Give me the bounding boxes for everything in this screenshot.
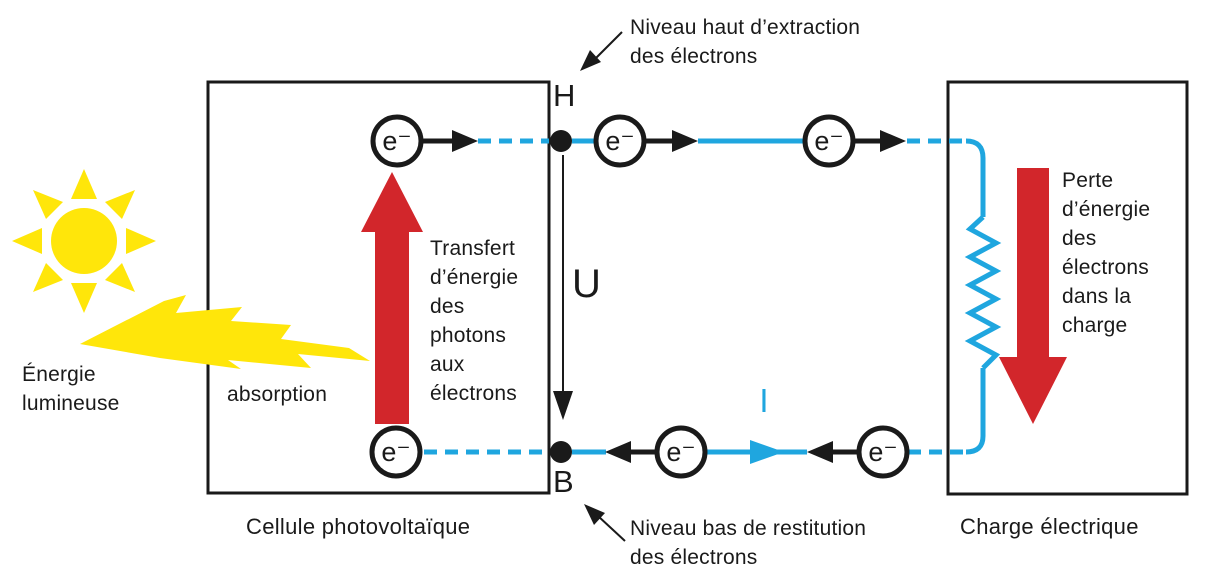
charge-caption: Charge électrique xyxy=(960,514,1139,539)
junction-dot-high xyxy=(550,130,572,152)
electron-label: e⁻ xyxy=(382,126,412,156)
cell-caption: Cellule photovoltaïque xyxy=(246,514,471,539)
charge-box xyxy=(946,80,1189,496)
electron-label: e⁻ xyxy=(605,126,635,156)
electron-circle xyxy=(802,114,856,168)
low-level-label: Niveau bas de restitution des électrons xyxy=(630,517,867,569)
lightning-icon xyxy=(80,295,370,369)
absorption-label: absorption xyxy=(227,383,328,406)
sun-icon xyxy=(12,169,156,313)
circuit-wires xyxy=(424,138,1002,455)
electron-motion-arrow-left xyxy=(807,441,858,463)
electron-label: e⁻ xyxy=(666,437,696,467)
cell-box xyxy=(206,80,551,495)
junction-dot-low xyxy=(550,441,572,463)
terminal-h-letter: H xyxy=(553,78,576,113)
energy-loss-label: Perte d’énergie des électrons dans la ch… xyxy=(1062,169,1151,337)
light-energy-label: Énergie lumineuse xyxy=(22,363,120,415)
electron-motion-arrow-right xyxy=(854,130,906,152)
electron-label: e⁻ xyxy=(381,437,411,467)
voltage-arrow xyxy=(553,155,573,420)
electron-motion-arrow-right xyxy=(421,130,478,152)
terminal-b-letter: B xyxy=(553,464,574,499)
resistor xyxy=(964,215,1002,370)
electron-motion-arrow-left xyxy=(605,441,656,463)
annotation-arrow-low xyxy=(584,504,626,542)
energy-loss-arrow xyxy=(999,168,1067,424)
electron-label: e⁻ xyxy=(814,126,844,156)
photon-energy-transfer-arrow xyxy=(361,172,423,424)
electron-circle xyxy=(593,114,647,168)
electron-circle xyxy=(856,425,910,479)
electron-circle xyxy=(369,425,423,479)
current-arrow xyxy=(750,440,784,464)
current-symbol: I xyxy=(759,382,769,419)
transfer-label: Transfert d’énergie des photons aux élec… xyxy=(430,237,519,405)
electron-circle xyxy=(654,425,708,479)
electron-label: e⁻ xyxy=(868,437,898,467)
electron-motion-arrow-right xyxy=(645,130,698,152)
annotation-arrow-high xyxy=(580,31,623,71)
high-level-label: Niveau haut d’extraction des électrons xyxy=(630,16,861,68)
voltage-symbol: U xyxy=(572,262,601,306)
